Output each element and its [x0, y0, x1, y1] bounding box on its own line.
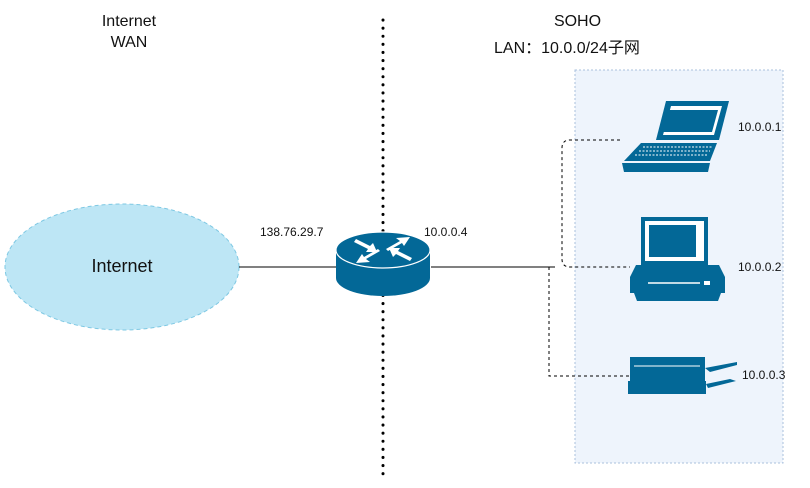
printer-icon	[628, 357, 737, 394]
printer-ip: 10.0.0.3	[742, 368, 786, 382]
wan-title: Internet	[101, 13, 157, 30]
laptop-icon	[622, 101, 729, 172]
laptop-ip: 10.0.0.1	[738, 120, 782, 134]
lan-subtitle: LAN：10.0.0/24子网	[494, 40, 640, 57]
link-printer	[548, 266, 630, 377]
desktop-ip: 10.0.0.2	[738, 260, 782, 274]
lan-title: SOHO	[553, 13, 602, 30]
router-wan-ip: 138.76.29.7	[260, 225, 324, 239]
desktop-icon	[630, 217, 725, 301]
router-icon	[335, 231, 431, 296]
internet-cloud-label: Internet	[91, 256, 153, 276]
router-lan-ip: 10.0.0.4	[424, 225, 468, 239]
wan-subtitle: WAN	[110, 34, 148, 51]
